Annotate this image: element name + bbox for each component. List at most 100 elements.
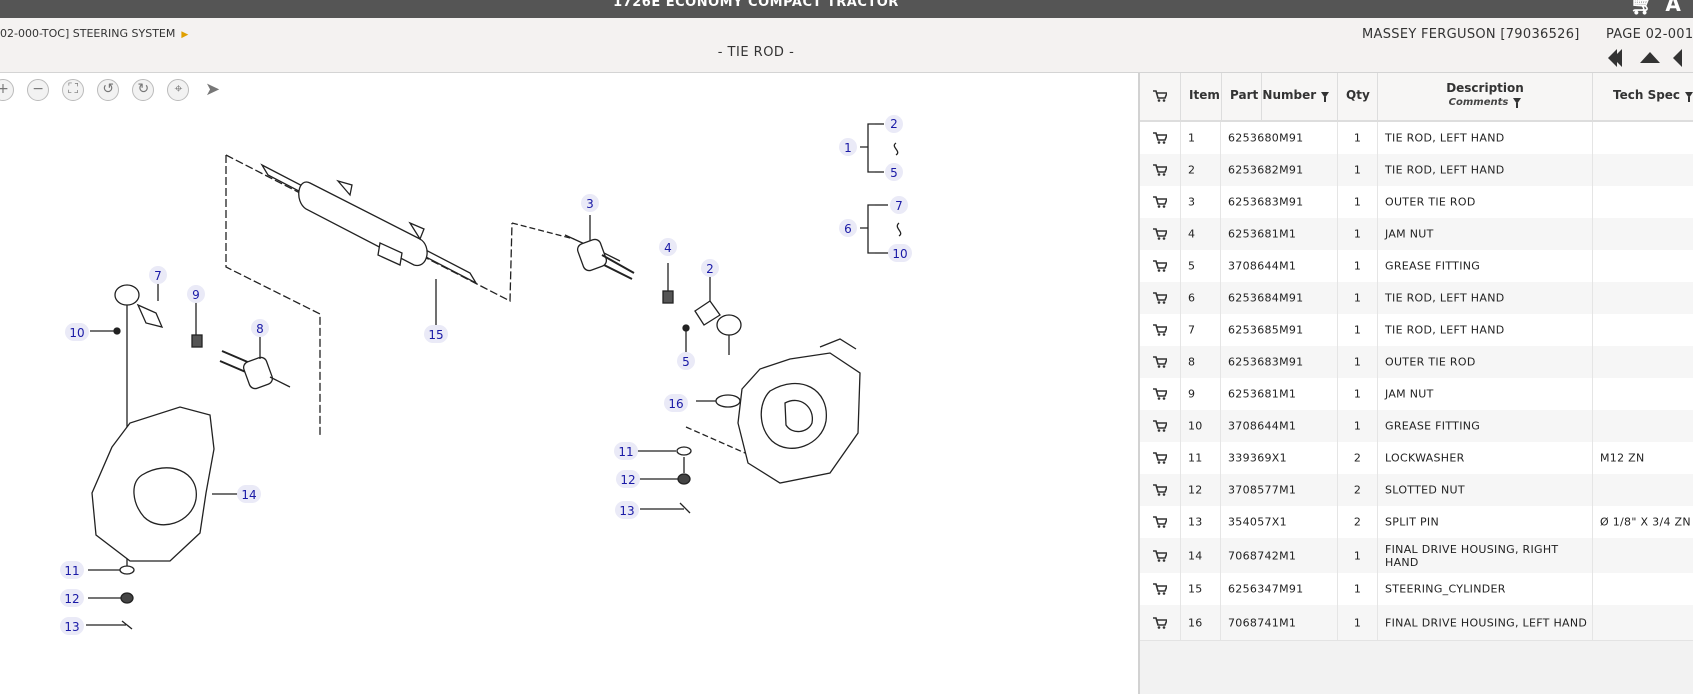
add-to-cart-button[interactable] bbox=[1140, 506, 1181, 538]
description-cell: TIE ROD, LEFT HAND bbox=[1378, 154, 1593, 186]
cart-icon[interactable] bbox=[1153, 228, 1167, 240]
pointer-icon[interactable]: ➤ bbox=[205, 79, 221, 100]
panel-divider[interactable] bbox=[1138, 73, 1140, 694]
part-number-cell[interactable]: 6256347M91 bbox=[1221, 573, 1338, 605]
part-number-cell[interactable]: 7068742M1 bbox=[1221, 538, 1338, 573]
part-number-cell[interactable]: 7068741M1 bbox=[1221, 605, 1338, 640]
filter-icon[interactable] bbox=[1513, 98, 1522, 108]
cart-icon[interactable] bbox=[1153, 196, 1167, 208]
header-tech-spec[interactable]: Tech Spec bbox=[1593, 73, 1693, 120]
part-number-cell[interactable]: 3708644M1 bbox=[1221, 250, 1338, 282]
fit-screen-icon[interactable]: ⛶ bbox=[62, 79, 85, 101]
header-cart[interactable] bbox=[1140, 73, 1181, 120]
font-size-button[interactable]: A bbox=[1665, 0, 1681, 16]
cart-icon[interactable] bbox=[1153, 549, 1167, 562]
add-to-cart-button[interactable] bbox=[1140, 282, 1181, 314]
add-to-cart-button[interactable] bbox=[1140, 154, 1181, 186]
item-cell-text: 3 bbox=[1188, 195, 1196, 209]
add-to-cart-button[interactable] bbox=[1140, 346, 1181, 378]
add-to-cart-button[interactable] bbox=[1140, 186, 1181, 218]
cart-icon[interactable] bbox=[1153, 132, 1167, 144]
cart-icon[interactable]: 🛒︎ bbox=[1630, 0, 1656, 16]
part-number-cell[interactable]: 6253681M1 bbox=[1221, 378, 1338, 410]
cart-icon[interactable] bbox=[1153, 583, 1167, 595]
callout-7b: 7 bbox=[154, 269, 162, 283]
part-number-cell[interactable]: 6253680M91 bbox=[1221, 122, 1338, 154]
viewer-toolbar: + − ⛶ ↺ ↻ ⌖ ➤ bbox=[0, 79, 231, 101]
part-number-cell[interactable]: 3708644M1 bbox=[1221, 410, 1338, 442]
breadcrumb-label[interactable]: 02-000-TOC] STEERING SYSTEM bbox=[0, 27, 176, 40]
rotate-left-icon[interactable]: ↺ bbox=[97, 79, 120, 101]
cart-icon[interactable] bbox=[1153, 324, 1167, 336]
header-part-number[interactable]: Part Number bbox=[1221, 73, 1338, 120]
callout-13: 13 bbox=[619, 504, 634, 518]
item-cell-text: 5 bbox=[1188, 259, 1196, 273]
header-description[interactable]: Description Comments bbox=[1378, 73, 1593, 120]
cart-icon[interactable] bbox=[1153, 388, 1167, 400]
part-number-cell[interactable]: 6253683M91 bbox=[1221, 346, 1338, 378]
cart-icon[interactable] bbox=[1153, 420, 1167, 432]
header-item[interactable]: Item bbox=[1181, 73, 1262, 120]
part-number-cell[interactable]: 3708577M1 bbox=[1221, 474, 1338, 506]
cart-icon[interactable] bbox=[1153, 484, 1167, 496]
cart-icon[interactable] bbox=[1153, 90, 1167, 102]
cart-icon[interactable] bbox=[1153, 516, 1167, 528]
part-number-cell[interactable]: 6253682M91 bbox=[1221, 154, 1338, 186]
cart-icon[interactable] bbox=[1153, 356, 1167, 368]
rotate-right-icon[interactable]: ↻ bbox=[132, 79, 155, 101]
header-qty[interactable]: Qty bbox=[1338, 73, 1378, 120]
add-to-cart-button[interactable] bbox=[1140, 314, 1181, 346]
zoom-out-icon[interactable]: − bbox=[27, 79, 50, 101]
add-to-cart-button[interactable] bbox=[1140, 410, 1181, 442]
cart-icon[interactable] bbox=[1153, 292, 1167, 304]
add-to-cart-button[interactable] bbox=[1140, 378, 1181, 410]
add-to-cart-button[interactable] bbox=[1140, 474, 1181, 506]
add-to-cart-button[interactable] bbox=[1140, 573, 1181, 605]
breadcrumb[interactable]: 02-000-TOC] STEERING SYSTEM▶ bbox=[0, 27, 188, 40]
description-cell: SLOTTED NUT bbox=[1378, 474, 1593, 506]
tech-spec-cell bbox=[1593, 346, 1693, 378]
target-icon[interactable]: ⌖ bbox=[167, 79, 190, 101]
diagram-viewer[interactable]: + − ⛶ ↺ ↻ ⌖ ➤ bbox=[0, 73, 1138, 694]
filter-icon[interactable] bbox=[1685, 92, 1693, 102]
add-to-cart-button[interactable] bbox=[1140, 442, 1181, 474]
previous-page-icon[interactable] bbox=[1673, 48, 1683, 67]
cart-icon[interactable] bbox=[1153, 452, 1167, 464]
part-number-cell[interactable]: 354057X1 bbox=[1221, 506, 1338, 538]
tech-spec-cell: M12 ZN bbox=[1593, 442, 1693, 474]
parent-page-icon[interactable] bbox=[1640, 52, 1661, 63]
first-page-icon[interactable] bbox=[1608, 48, 1622, 67]
cart-icon[interactable] bbox=[1153, 616, 1167, 629]
cart-icon[interactable] bbox=[1153, 164, 1167, 176]
add-to-cart-button[interactable] bbox=[1140, 218, 1181, 250]
part-number-cell[interactable]: 6253685M91 bbox=[1221, 314, 1338, 346]
qty-cell: 1 bbox=[1338, 154, 1378, 186]
part-number-cell[interactable]: 339369X1 bbox=[1221, 442, 1338, 474]
add-to-cart-button[interactable] bbox=[1140, 538, 1181, 573]
add-to-cart-button[interactable] bbox=[1140, 250, 1181, 282]
cart-icon[interactable] bbox=[1153, 260, 1167, 272]
add-to-cart-button[interactable] bbox=[1140, 605, 1181, 640]
part-number-cell[interactable]: 6253683M91 bbox=[1221, 186, 1338, 218]
filter-icon[interactable] bbox=[1321, 92, 1330, 102]
add-to-cart-button[interactable] bbox=[1140, 122, 1181, 154]
part-number-cell[interactable]: 6253684M91 bbox=[1221, 282, 1338, 314]
qty-cell-text: 2 bbox=[1353, 515, 1362, 529]
part-number-cell[interactable]: 6253681M1 bbox=[1221, 218, 1338, 250]
